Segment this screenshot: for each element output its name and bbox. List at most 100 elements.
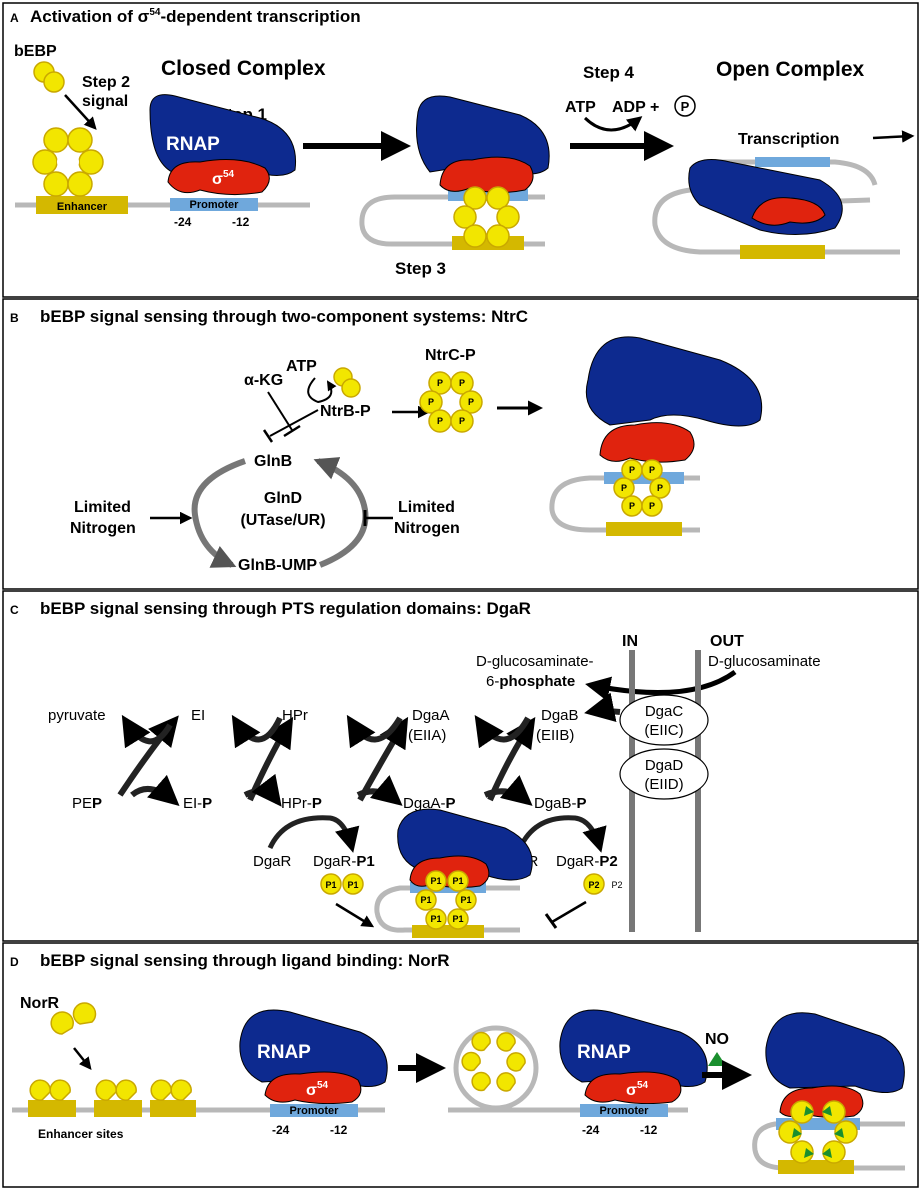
panel-c-frame <box>2 590 919 942</box>
sigma54-label: σ54 <box>212 169 235 188</box>
enhancer-box <box>36 196 128 214</box>
svg-text:P: P <box>459 378 465 388</box>
dgac-label: DgaC <box>645 703 684 720</box>
signal-label: signal <box>82 93 128 110</box>
norr-label: NorR <box>20 995 60 1012</box>
dgarp2-label: DgaR-P2 <box>556 853 618 870</box>
dgac-ellipse <box>619 694 709 746</box>
promoter-label-d2: Promoter <box>600 1105 650 1117</box>
svg-text:P: P <box>459 416 465 426</box>
nitrogen-label-2: Nitrogen <box>394 520 460 537</box>
norr-bound-dimers <box>29 1079 192 1101</box>
enhancer-sites-label: Enhancer sites <box>38 1127 124 1141</box>
enhancer-box-3 <box>740 245 825 259</box>
sigma54-label-d2: σ54 <box>626 1080 649 1099</box>
limited-label-1: Limited <box>74 499 131 516</box>
svg-text:P1: P1 <box>325 880 336 890</box>
autophos-arrow <box>307 377 337 404</box>
minus24-label-d2: -24 <box>582 1123 600 1137</box>
minus12-label: -12 <box>232 215 250 229</box>
panel-c-letter: C <box>10 603 19 617</box>
norr-binding-arrow <box>73 1047 92 1070</box>
norr-no-hexamer <box>778 1100 858 1164</box>
rnap-shape-d2 <box>559 1009 708 1087</box>
norr-free-dimer <box>50 1002 97 1035</box>
svg-text:P: P <box>629 501 635 511</box>
minus12-label-d1: -12 <box>330 1123 348 1137</box>
hpr-label: HPr <box>282 707 308 724</box>
panel-d: D bEBP signal sensing through ligand bin… <box>2 942 919 1188</box>
dgar-p2-arrow <box>517 815 607 853</box>
sigma54-shape <box>167 159 270 196</box>
promoter-box <box>170 198 258 211</box>
panel-c: C bEBP signal sensing through PTS regula… <box>2 590 919 942</box>
bebp-hexamer <box>32 127 104 197</box>
step3-label: Step 3 <box>395 259 446 278</box>
p2-inhibit-line <box>551 900 587 924</box>
minus24-label: -24 <box>174 215 192 229</box>
svg-text:P: P <box>621 483 627 493</box>
utase-label: (UTase/UR) <box>240 512 325 529</box>
phosphate-circle <box>674 95 696 117</box>
dna-loop-d2 <box>752 1121 905 1171</box>
panel-b-title: bEBP signal sensing through two-componen… <box>40 307 528 326</box>
ei-label: EI <box>191 707 205 724</box>
akg-inhibit-line <box>267 391 293 431</box>
dna-loop-open <box>652 187 900 255</box>
ntrcp-label: NtrC-P <box>425 347 476 364</box>
svg-text:P1: P1 <box>460 895 471 905</box>
step2-label: Step 2 <box>82 74 130 91</box>
panel-d-frame <box>2 942 919 1188</box>
rnap-shape-d1 <box>239 1009 388 1087</box>
promoter-box-d1 <box>270 1104 358 1117</box>
promoter-label: Promoter <box>190 199 240 211</box>
dgarp1-dimer: P1 P1 <box>320 873 364 895</box>
promoter-label-d1: Promoter <box>290 1105 340 1117</box>
eiia-label: (EIIA) <box>408 727 446 744</box>
dna-loop-b <box>549 475 700 533</box>
svg-text:P: P <box>437 416 443 426</box>
dgaap-label: DgaA-P <box>403 795 456 812</box>
glnbump-label: GlnB-UMP <box>238 557 317 574</box>
dgarp2-dimer: P2 P2 <box>583 873 623 895</box>
phosphotransfer-arrows <box>117 692 621 807</box>
atp-b-label: ATP <box>286 358 317 375</box>
svg-text:P: P <box>657 483 663 493</box>
minus12-label-d2: -12 <box>640 1123 658 1137</box>
svg-text:P: P <box>437 378 443 388</box>
panel-a-frame <box>2 2 919 298</box>
rnap-label: RNAP <box>166 134 220 155</box>
svg-text:P: P <box>468 397 474 407</box>
dgar-p1-arrow <box>267 815 360 853</box>
ntrb-glnb-line <box>269 409 319 437</box>
eiid-label: (EIID) <box>644 776 683 793</box>
enhancer-label: Enhancer <box>57 201 108 213</box>
sigma54-shape-2 <box>439 156 534 194</box>
dgab-label: DgaB <box>541 707 579 724</box>
sigma54-shape-3 <box>751 197 826 226</box>
out-label: OUT <box>710 633 744 650</box>
norr-hexamer-loop <box>461 1031 526 1092</box>
svg-text:P: P <box>629 465 635 475</box>
in-label: IN <box>622 633 638 650</box>
ntrbp-label: NtrB-P <box>320 403 371 420</box>
rnap-shape <box>149 94 297 176</box>
panel-a-title: Activation of σ54-dependent transcriptio… <box>30 7 361 26</box>
bebp-hexamer-2 <box>453 186 520 248</box>
enhancer-box-b <box>606 522 682 536</box>
transcription-arrow <box>872 130 915 143</box>
transcription-label: Transcription <box>738 131 839 148</box>
pyruvate-label: pyruvate <box>48 707 106 724</box>
svg-text:P1: P1 <box>347 880 358 890</box>
p1-activate-arrow <box>335 902 375 928</box>
svg-text:P: P <box>649 501 655 511</box>
promoter-box-d2 <box>580 1104 668 1117</box>
minus24-label-d1: -24 <box>272 1123 290 1137</box>
dgaa-label: DgaA <box>412 707 450 724</box>
hprp-label: HPr-P <box>281 795 322 812</box>
glnb-label: GlnB <box>254 453 292 470</box>
panel-c-title: bEBP signal sensing through PTS regulati… <box>40 599 531 618</box>
